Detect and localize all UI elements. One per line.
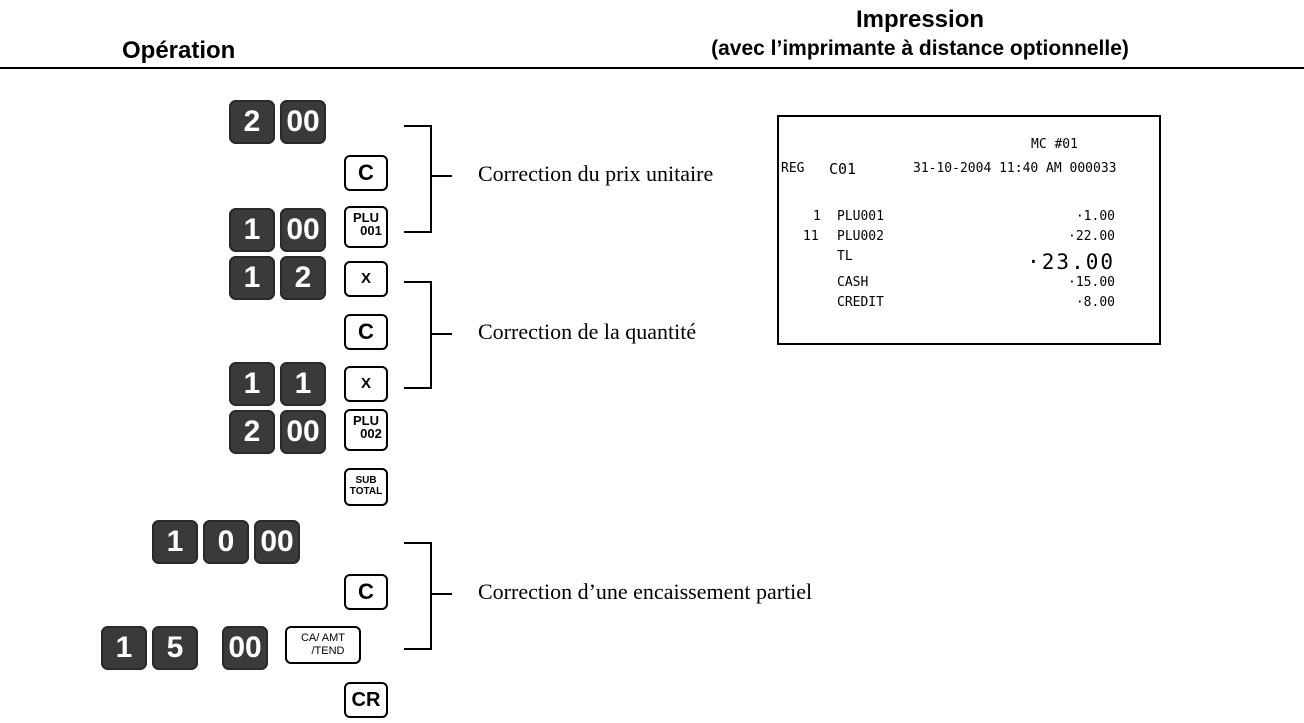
plu-key-number: 002: [360, 426, 382, 441]
key-1: 1: [101, 626, 147, 670]
bracket-tick: [432, 593, 452, 595]
label-partial: Correction d’une encaissement partiel: [478, 579, 813, 604]
receipt-item1-qty: 1: [813, 209, 821, 224]
key-5: 5: [152, 626, 198, 670]
impression-heading: Impression: [855, 6, 985, 33]
clear-key: C: [344, 314, 388, 350]
clear-key: C: [344, 155, 388, 191]
multiply-key: X: [344, 366, 388, 402]
label-unit-price: Correction du prix unitaire: [478, 161, 714, 186]
bracket-partial: [404, 542, 432, 650]
receipt-datetime: 31-10-2004 11:40 AM 000033: [913, 161, 1117, 176]
subtotal-key-line1: SUB: [355, 475, 377, 486]
subtotal-key: SUB TOTAL: [344, 468, 388, 506]
receipt-total-amount: ·23.00: [1027, 250, 1115, 274]
receipt-credit-amount: ·8.00: [1075, 295, 1115, 310]
key-00: 00: [280, 410, 326, 454]
key-1: 1: [229, 208, 275, 252]
impression-subheading: (avec l’imprimante à distance optionnell…: [711, 37, 1129, 60]
receipt-cash-amount: ·15.00: [1068, 275, 1115, 290]
receipt-clerk: C01: [829, 160, 857, 178]
ca-amt-key-line2: /TEND: [311, 645, 345, 657]
receipt-item2-name: PLU002: [837, 229, 884, 244]
key-0: 0: [203, 520, 249, 564]
key-00: 00: [280, 100, 326, 144]
clear-key: C: [344, 574, 388, 610]
plu-key-label: PLU: [353, 210, 379, 225]
key-1: 1: [152, 520, 198, 564]
key-1: 1: [229, 362, 275, 406]
credit-key: CR: [344, 682, 388, 718]
header-rule: [0, 67, 1304, 69]
bracket-quantity: [404, 281, 432, 389]
receipt-machine-no: MC #01: [1031, 137, 1078, 152]
bracket-tick: [432, 175, 452, 177]
plu-002-key: PLU 002: [344, 409, 388, 451]
key-2: 2: [229, 100, 275, 144]
bracket-unit-price: [404, 125, 432, 233]
key-00: 00: [222, 626, 268, 670]
bracket-tick: [432, 333, 452, 335]
subtotal-key-line2: TOTAL: [349, 486, 383, 497]
receipt-item1-name: PLU001: [837, 209, 884, 224]
receipt-item1-amount: ·1.00: [1075, 209, 1115, 224]
multiply-key: X: [344, 261, 388, 297]
receipt-item2-amount: ·22.00: [1068, 229, 1115, 244]
key-2: 2: [280, 256, 326, 300]
key-1: 1: [280, 362, 326, 406]
label-quantity: Correction de la quantité: [478, 319, 697, 344]
plu-key-label: PLU: [353, 413, 379, 428]
operation-heading: Opération: [122, 37, 236, 64]
receipt: MC #01 REG C01 31-10-2004 11:40 AM 00003…: [777, 115, 1161, 345]
receipt-credit-label: CREDIT: [837, 295, 884, 310]
receipt-reg: REG: [781, 161, 805, 176]
ca-amt-tend-key: CA/ AMT /TEND: [285, 626, 361, 664]
key-1: 1: [229, 256, 275, 300]
receipt-item2-qty: 11: [803, 229, 819, 244]
key-00: 00: [280, 208, 326, 252]
plu-001-key: PLU 001: [344, 206, 388, 248]
receipt-total-label: TL: [837, 249, 853, 264]
key-2: 2: [229, 410, 275, 454]
ca-amt-key-line1: CA/ AMT: [300, 632, 345, 644]
receipt-cash-label: CASH: [837, 275, 869, 290]
plu-key-number: 001: [360, 223, 382, 238]
key-00: 00: [254, 520, 300, 564]
